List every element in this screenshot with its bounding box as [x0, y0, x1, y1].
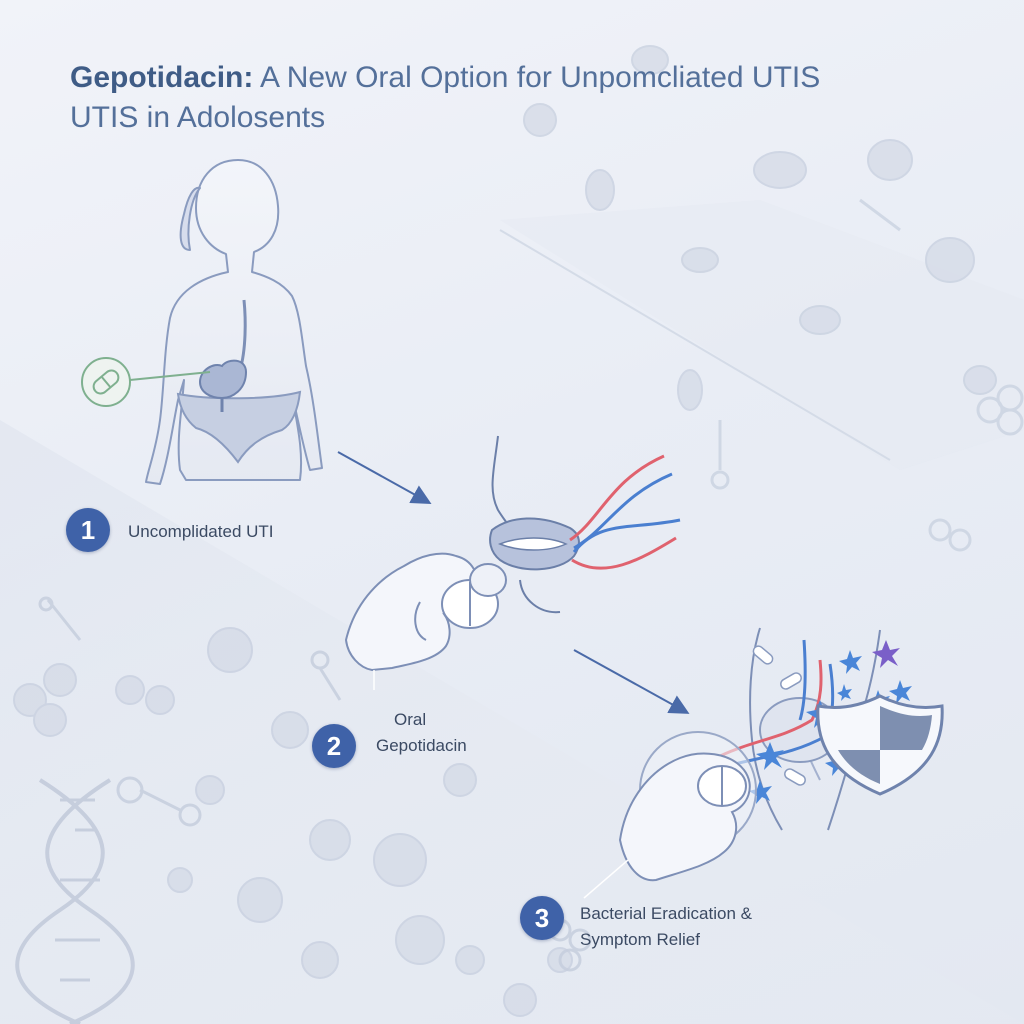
step-1-label: Uncomplidated UTI — [128, 522, 274, 541]
flow-arrow-2 — [573, 649, 690, 714]
step-3-label-line1: Bacterial Eradication & — [580, 904, 752, 923]
page-title: Gepotidacin: A New Oral Option for Unpom… — [70, 58, 970, 138]
step-2-label-line2: Gepotidacin — [376, 736, 467, 755]
underwear-icon — [176, 390, 302, 464]
dna-helix-icon — [15, 778, 135, 1024]
tablet-icon — [697, 765, 747, 807]
leader-line-step3 — [583, 859, 629, 899]
hand-icon — [618, 731, 757, 882]
step-1-badge: 1 — [66, 508, 110, 552]
bladder-icon — [198, 299, 248, 412]
step-2-label-line1: Oral — [394, 710, 427, 729]
molecule-icon — [710, 198, 1024, 552]
step-3-label-line2: Symptom Relief — [580, 930, 700, 949]
step-2-badge: 2 — [312, 724, 356, 768]
pill-capsule-icon — [752, 645, 806, 786]
title-line1-text: A New Oral Option for Unpomcliated UTIS — [253, 61, 821, 94]
title-drug-name: Gepotidacin: — [70, 61, 254, 94]
title-line2-text: UTIS in Adolosents — [70, 101, 326, 134]
step-3-badge: 3 — [520, 896, 564, 940]
mouth-icon — [489, 517, 580, 571]
tablet-icon — [441, 563, 507, 629]
shield-icon — [816, 694, 944, 796]
flow-arrow-1 — [337, 451, 432, 504]
cell-icon — [523, 45, 997, 411]
pill-callout-icon — [81, 357, 211, 407]
bloodstream-icon — [569, 454, 681, 570]
